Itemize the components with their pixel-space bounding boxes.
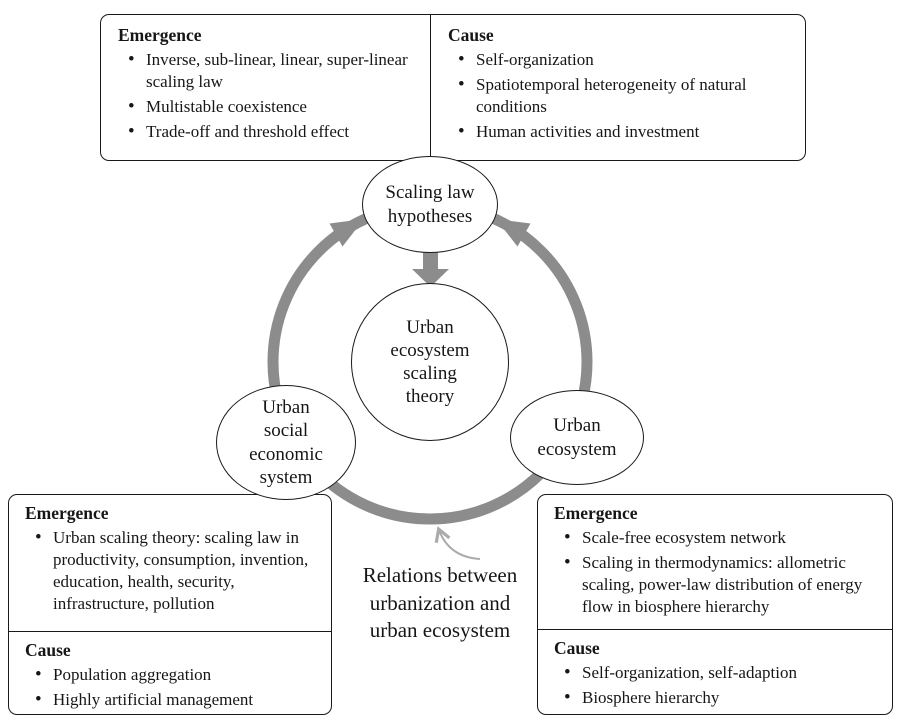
bullet-item: Population aggregation <box>33 663 321 688</box>
bullet-item: Inverse, sub-linear, linear, super-linea… <box>126 48 418 93</box>
br-emergence-section: Emergence Scale-free ecosystem networkSc… <box>538 495 892 630</box>
bl-emergence-section: Emergence Urban scaling theory: scaling … <box>9 495 331 632</box>
bullet-item: Human activities and investment <box>456 120 793 145</box>
bullet-item: Self-organization, self-adaption <box>562 661 882 686</box>
bl-cause-section: Cause Population aggregationHighly artif… <box>9 632 331 719</box>
caption-pointer-arrow-icon <box>434 526 481 560</box>
node-label: Urban ecosystem <box>537 415 617 460</box>
section-title: Emergence <box>118 25 202 45</box>
scaling-law-detail-box: Emergence Inverse, sub-linear, linear, s… <box>100 14 806 161</box>
cycle-arrowhead-right-icon <box>496 219 531 247</box>
section-title: Cause <box>448 25 494 45</box>
bullet-list: Self-organizationSpatiotemporal heteroge… <box>448 48 793 145</box>
bullet-list: Population aggregationHighly artificial … <box>25 663 321 713</box>
section-title: Cause <box>554 638 600 658</box>
node-urban-ecosystem: Urban ecosystem <box>510 390 644 485</box>
urban-social-detail-box: Emergence Urban scaling theory: scaling … <box>8 494 332 715</box>
bullet-item: Self-organization <box>456 48 793 73</box>
section-title: Cause <box>25 640 71 660</box>
node-label: Urban social economic system <box>249 397 323 488</box>
bullet-item: Scale-free ecosystem network <box>562 526 882 551</box>
section-title: Emergence <box>25 503 109 523</box>
bullet-item: Highly artificial management <box>33 688 321 713</box>
bullet-item: Spatiotemporal heterogeneity of natural … <box>456 73 793 118</box>
top-cause-section: Cause Self-organizationSpatiotemporal he… <box>431 15 805 160</box>
node-urban-social-economic-system: Urban social economic system <box>216 385 356 500</box>
bullet-item: Urban scaling theory: scaling law in pro… <box>33 526 321 615</box>
top-emergence-section: Emergence Inverse, sub-linear, linear, s… <box>101 15 431 160</box>
bullet-list: Self-organization, self-adaptionBiospher… <box>554 661 882 711</box>
hypotheses-to-theory-arrow-icon <box>412 253 449 287</box>
urban-ecosystem-detail-box: Emergence Scale-free ecosystem networkSc… <box>537 494 893 715</box>
node-scaling-law-hypotheses: Scaling law hypotheses <box>362 156 498 253</box>
section-title: Emergence <box>554 503 638 523</box>
bullet-item: Scaling in thermodynamics: allometric sc… <box>562 551 882 618</box>
bullet-item: Multistable coexistence <box>126 95 418 120</box>
bullet-list: Urban scaling theory: scaling law in pro… <box>25 526 321 615</box>
bullet-item: Trade-off and threshold effect <box>126 120 418 145</box>
node-urban-ecosystem-scaling-theory: Urban ecosystem scaling theory <box>351 283 509 441</box>
node-label: Scaling law hypotheses <box>385 182 475 227</box>
cycle-caption: Relations between urbanization and urban… <box>362 563 518 643</box>
cycle-arrowhead-left-icon <box>329 219 364 247</box>
node-label: Urban ecosystem scaling theory <box>390 316 470 408</box>
bullet-list: Inverse, sub-linear, linear, super-linea… <box>118 48 418 145</box>
br-cause-section: Cause Self-organization, self-adaptionBi… <box>538 630 892 717</box>
bullet-item: Biosphere hierarchy <box>562 686 882 711</box>
bullet-list: Scale-free ecosystem networkScaling in t… <box>554 526 882 618</box>
